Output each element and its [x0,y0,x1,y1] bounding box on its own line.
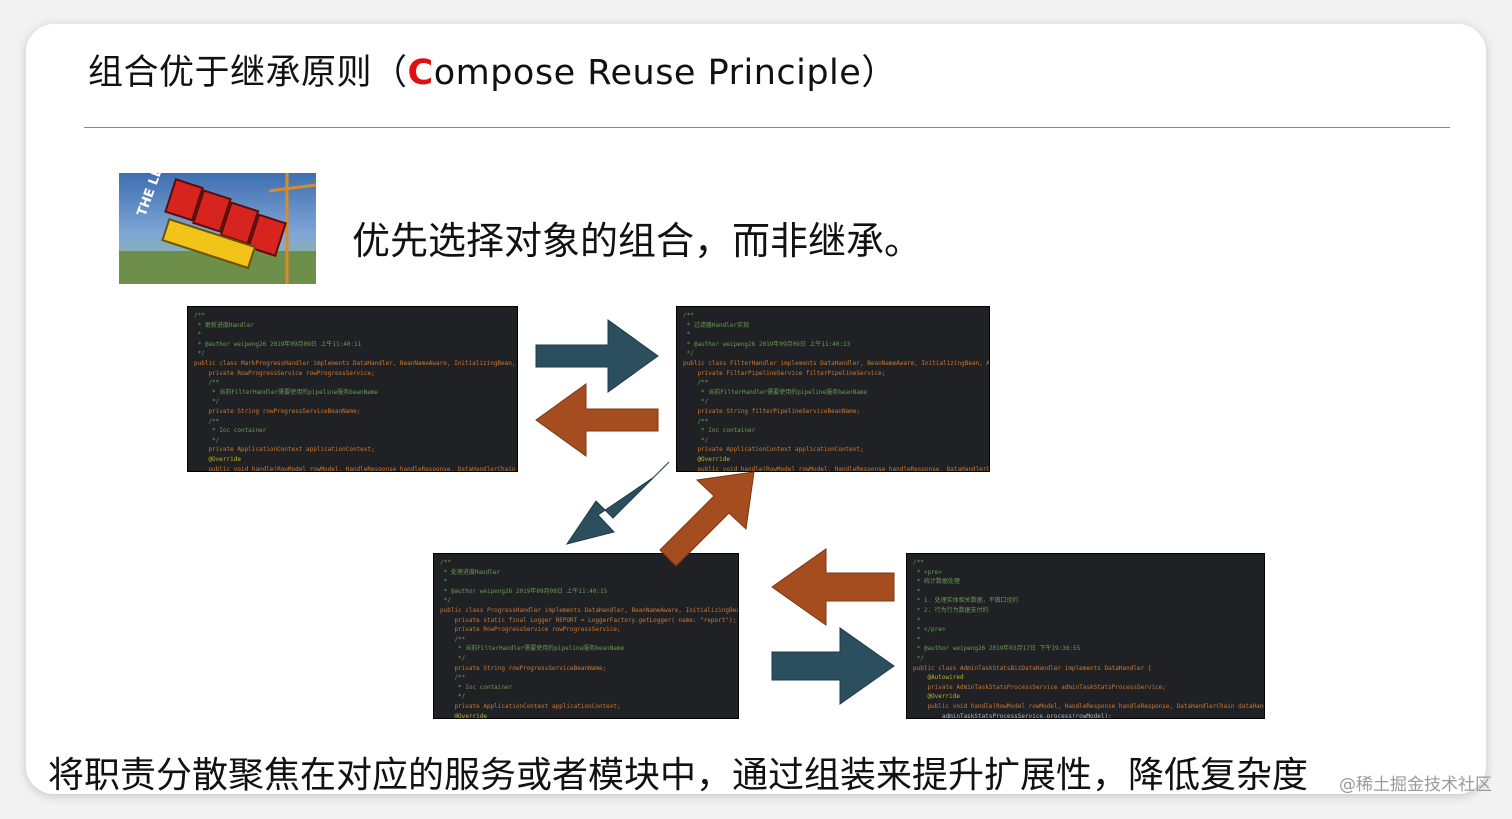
code-line: /** [913,559,924,566]
footer-summary-text: 将职责分散聚焦在对应的服务或者模块中，通过组装来提升扩展性，降低复杂度 [48,755,1309,794]
code-line: /** [683,312,694,319]
code-line: * [683,331,691,339]
code-line: * [913,635,921,643]
code-line: private AdminTaskStatsProcessService adm… [913,683,1166,691]
code-line: * @author weipeng26 2019年09月09日 上午11:40:… [440,587,608,595]
code-line: private FilterPipelineService filterPipe… [683,369,886,377]
code-line: /** [194,379,220,387]
lego-movie-logo-image: THE LEGO MOVIE [119,173,316,284]
code-line: * 1. 处理实体相关数据，不做口径约 [913,597,1019,605]
code-line: /** [194,417,220,425]
code-line: private String rowProgressServiceBeanNam… [194,407,361,415]
code-line: public class MarkProgressHandler impleme… [194,359,516,367]
code-line: adminTaskStatsProcessService.process(row… [913,712,1112,719]
code-line: * [913,587,921,595]
code-line: * @author weipeng26 2019年09月09日 上午11:40:… [194,340,362,348]
code-line: /** [683,379,709,387]
code-line: * 当前FilterHandler需要使用的pipeline服务beanName [440,645,625,653]
page-title: 组合优于继承原则（Compose Reuse Principle） [88,44,897,95]
code-line: @Override [194,455,241,463]
code-line: */ [440,597,451,605]
code-line: /** [194,312,205,319]
code-line: * 当前FilterHandler需要使用的pipeline服务beanName [194,388,379,396]
code-line: public void handle(RowModel rowModel, Ha… [697,465,990,472]
code-line: * 过滤器Handler实现 [683,321,750,329]
code-line: * Ioc container [683,427,756,435]
code-line: public void handle(RowModel rowModel, Ha… [208,465,516,472]
code-panel-progress-handler: /** * 处理进度Handler * * @author weipeng26 … [433,553,739,719]
code-line: /** [440,635,466,643]
code-line: /** [440,559,451,566]
title-divider [84,127,1450,128]
code-line: @Override [913,693,960,701]
code-line: @Override [440,712,487,719]
code-line: public class AdminTaskStatsBizDataHandle… [913,664,1152,672]
code-panel-admin-task-stats-handler: /** * <pre> * 统计数据处理 * * 1. 处理实体相关数据，不做口… [906,553,1265,719]
code-line: * <pre> [913,568,942,576]
code-line: public class FilterHandler implements Da… [683,359,990,367]
code-line: */ [440,654,466,662]
code-panel-filter-handler: /** * 过滤器Handler实现 * * @author weipeng26… [676,306,990,472]
code-line: public class ProgressHandler implements … [440,606,738,614]
code-line: * [913,616,921,624]
code-line: private String rowProgressServiceBeanNam… [440,664,607,672]
code-line: @Autowired [913,674,964,682]
code-line: * Ioc container [194,427,267,435]
code-line: private ApplicationContext applicationCo… [194,446,375,454]
code-line: * 处理进度Handler [440,568,501,576]
code-line: * [440,578,448,586]
code-line: public void handle(RowModel rowModel, Ha… [927,702,1265,710]
code-line: */ [683,350,694,358]
code-line: * 统计数据处理 [913,578,960,586]
lego-movie-logo-graphic: THE LEGO MOVIE [119,173,316,284]
arrow-left-bottom [771,548,895,626]
code-line: * Ioc container [440,683,513,691]
code-line: * @author weipeng26 2019年09月09日 上午11:40:… [683,340,851,348]
code-line: * 2. 行为行为数据支付约 [913,606,989,614]
arrow-right-top [535,319,659,393]
arrow-up-right [659,471,755,567]
code-line: * 更新进度Handler [194,321,255,329]
code-line: private RowProgressService rowProgressSe… [194,369,375,377]
arrow-down-left [565,461,670,545]
title-accent-letter: C [407,53,434,93]
code-line: private static final Logger REPORT = Log… [440,616,737,624]
code-line: * </pre> [913,626,946,634]
arrow-left-top [535,383,659,457]
code-line: private ApplicationContext applicationCo… [683,446,864,454]
title-rest: ompose Reuse Principle） [433,53,897,93]
arrow-right-bottom [771,627,895,705]
code-line: */ [683,398,709,406]
code-line: */ [194,436,220,444]
watermark: @稀土掘金技术社区 [1339,775,1492,795]
code-panel-mark-progress-handler: /** * 更新进度Handler * * @author weipeng26 … [187,306,518,472]
code-line: private String filterPipelineServiceBean… [683,407,861,415]
code-line: */ [194,350,205,358]
code-line: * [194,331,202,339]
code-line: private RowProgressService rowProgressSe… [440,626,621,634]
slogan-text: 优先选择对象的组合，而非继承。 [352,219,923,263]
code-line: */ [683,436,709,444]
code-line: @Override [683,455,730,463]
code-line: * @author weipeng26 2019年03月17日 下午19:36:… [913,645,1081,653]
code-line: private ApplicationContext applicationCo… [440,702,621,710]
code-line: /** [440,674,466,682]
code-line: */ [913,654,924,662]
code-line: * 当前FilterHandler需要使用的pipeline服务beanName [683,388,868,396]
slide: 组合优于继承原则（Compose Reuse Principle） THE LE… [26,24,1486,794]
title-prefix: 组合优于继承原则（ [88,53,408,93]
code-line: /** [683,417,709,425]
code-line: */ [440,693,466,701]
code-line: */ [194,398,220,406]
